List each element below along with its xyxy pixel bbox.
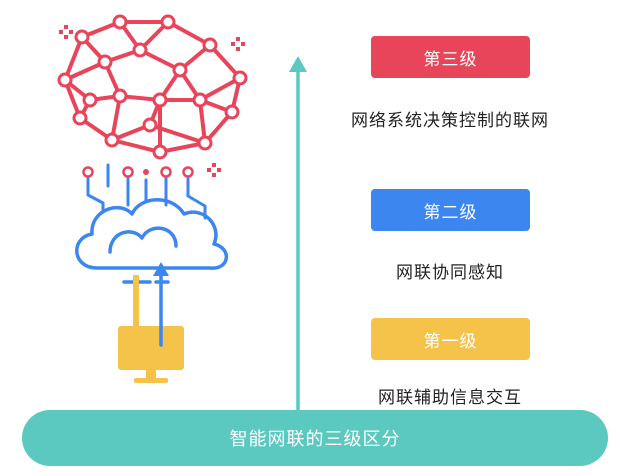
monitor-icon bbox=[118, 275, 184, 383]
level-2-box: 第二级 bbox=[371, 189, 530, 231]
sparkle-icons bbox=[59, 25, 245, 177]
level-3-box: 第三级 bbox=[371, 36, 530, 78]
vertical-progress-arrow bbox=[289, 56, 307, 418]
level-3-description: 网络系统决策控制的联网 bbox=[351, 111, 549, 131]
brain-network-icon bbox=[57, 14, 248, 160]
upload-arrow-icon bbox=[153, 262, 169, 347]
connector-lines bbox=[82, 163, 207, 220]
level-1-description: 网联辅助信息交互 bbox=[378, 388, 522, 408]
level-2-description: 网联协同感知 bbox=[396, 263, 504, 283]
level-1-box: 第一级 bbox=[371, 318, 530, 360]
bottom-banner: 智能网联的三级区分 bbox=[22, 410, 608, 466]
